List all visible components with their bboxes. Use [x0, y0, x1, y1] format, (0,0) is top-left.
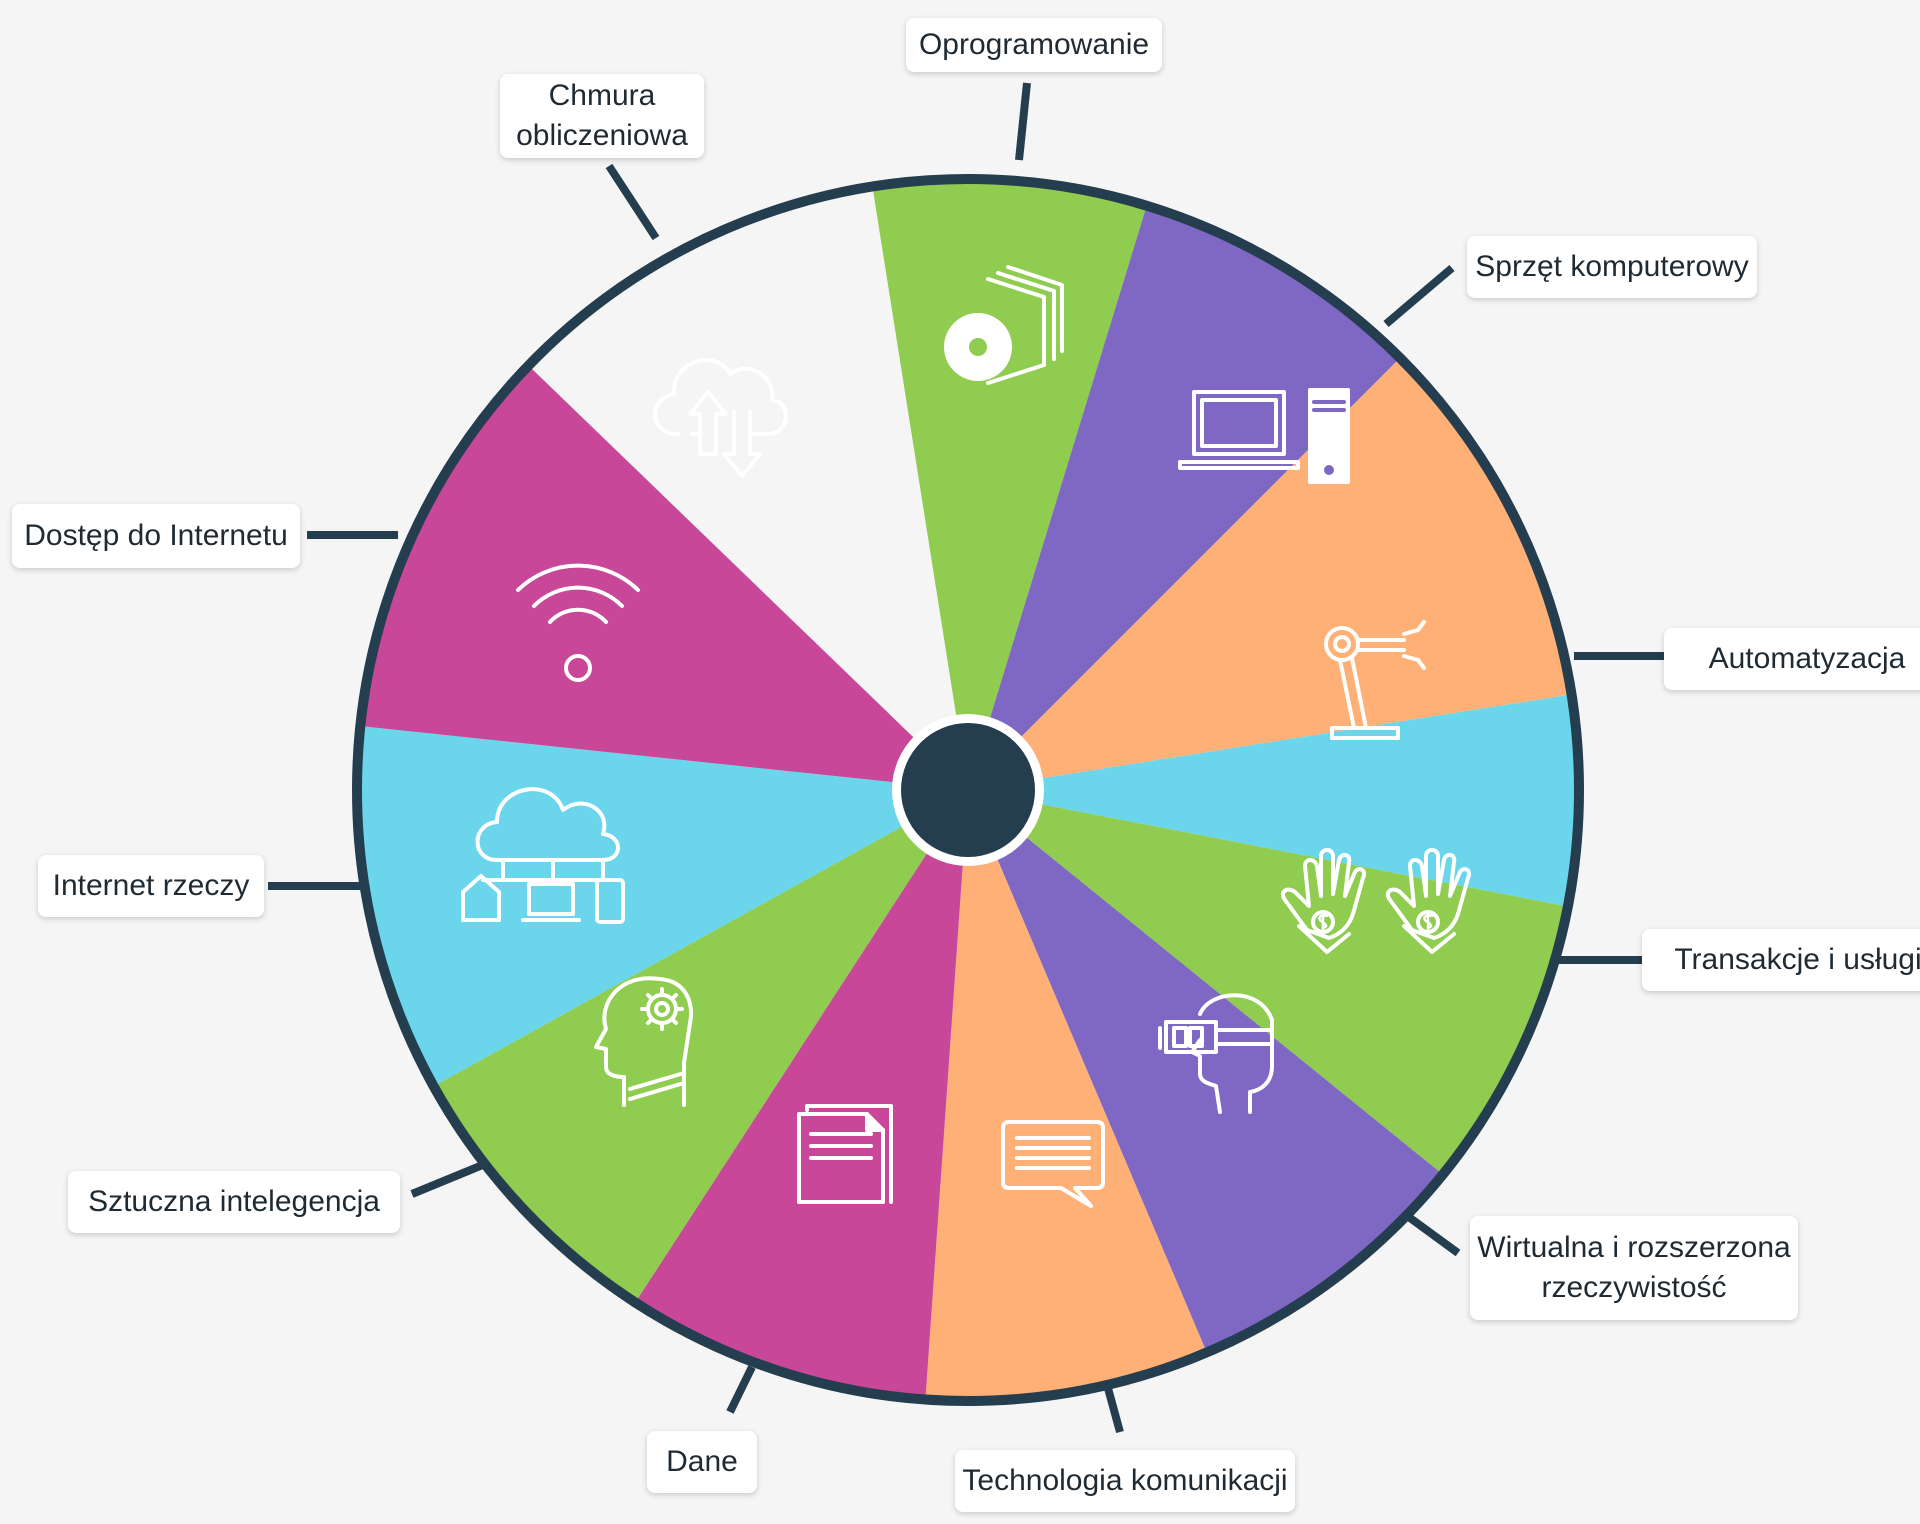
wheel-slices: [359, 182, 1576, 1398]
label-internet: Dostęp do Internetu: [12, 504, 300, 568]
connector-dane: [726, 1365, 756, 1414]
wheel-rim: [352, 174, 1584, 1406]
label-line: obliczeniowa: [516, 119, 688, 152]
label-text: Automatyzacja: [1708, 642, 1906, 675]
cloud-updown-icon: [653, 357, 788, 478]
slice-chmura: [363, 367, 968, 790]
label-text: Sprzęt komputerowy: [1475, 250, 1749, 283]
connector-oprogramowanie: [1015, 82, 1031, 161]
software-disc-icon: [944, 265, 1064, 385]
label-text: Oprogramowanie: [918, 28, 1150, 61]
slice-internet: [359, 726, 969, 1085]
cloud-devices-icon: [461, 787, 625, 924]
label-text: Transakcje i usługi: [1674, 943, 1920, 976]
slice-komunikacja: [968, 790, 1441, 1350]
slice-sprzet: [968, 208, 1398, 791]
connector-lines: [268, 82, 1665, 1434]
slice-vr: [968, 790, 1565, 1173]
wifi-icon: [516, 563, 640, 682]
label-iot: Internet rzeczy: [38, 855, 264, 917]
connector-ai: [410, 1160, 487, 1198]
vr-headset-icon: [1158, 993, 1274, 1114]
label-line: Chmura: [548, 79, 656, 112]
label-text: Dostęp do Internetu: [24, 519, 288, 552]
slice-automatyzacja: [968, 360, 1569, 790]
label-dane: Dane: [647, 1431, 757, 1493]
label-text: Technologia komunikacji: [962, 1464, 1288, 1497]
robotic-arm-icon: [1324, 620, 1426, 740]
laptop-tower-icon: [1178, 388, 1350, 484]
label-line: Wirtualna i rozszerzona: [1477, 1231, 1791, 1264]
hands-money-icon: [1280, 848, 1471, 954]
label-chmura: Chmura obliczeniowa: [500, 74, 704, 158]
label-komunikacja: Technologia komunikacji: [955, 1450, 1295, 1512]
label-automatyzacja: Automatyzacja: [1664, 628, 1920, 690]
slice-iot: [436, 790, 968, 1300]
center-hub: [901, 723, 1035, 857]
slice-transakcje: [968, 694, 1576, 906]
documents-icon: [797, 1104, 893, 1204]
slice-icons: [461, 265, 1471, 1208]
connector-chmura: [605, 163, 660, 241]
label-text: Dane: [666, 1445, 738, 1478]
label-line: rzeczywistość: [1541, 1271, 1727, 1304]
slice-dane: [925, 790, 1206, 1398]
label-text: Internet rzeczy: [52, 869, 250, 902]
slice-oprogramowanie: [872, 182, 1146, 790]
chat-bubble-icon: [1001, 1120, 1105, 1208]
label-text: Sztuczna intelegencja: [88, 1185, 380, 1218]
label-transakcje: Transakcje i usługi: [1642, 929, 1920, 991]
label-oprogramowanie: Oprogramowanie: [906, 18, 1162, 72]
label-sprzet: Sprzęt komputerowy: [1467, 236, 1757, 298]
label-vr: Wirtualna i rozszerzona rzeczywistość: [1470, 1216, 1798, 1320]
slice-ai: [636, 790, 968, 1397]
connector-sprzet: [1383, 264, 1455, 328]
label-ai: Sztuczna intelegencja: [68, 1171, 400, 1233]
head-gear-icon: [594, 976, 693, 1107]
